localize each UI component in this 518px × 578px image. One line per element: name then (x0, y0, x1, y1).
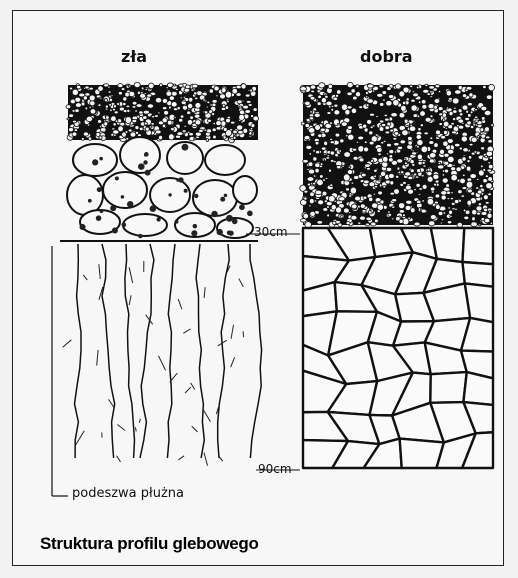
good-structure-label: dobra (360, 47, 413, 66)
depth-90-label: 90cm (258, 462, 292, 476)
depth-30-label: 30cm (254, 225, 288, 239)
depth-markers (52, 234, 300, 496)
left-topsoil-crumbs (66, 82, 259, 142)
left-large-clods (67, 137, 257, 238)
right-aggregate-subsoil (303, 228, 493, 468)
plough-pan-label: podeszwa płużna (72, 486, 184, 501)
left-compacted-subsoil (60, 241, 262, 466)
bad-structure-label: zła (121, 47, 147, 66)
right-topsoil-crumbs (300, 82, 495, 228)
figure-caption: Struktura profilu glebowego (40, 534, 259, 554)
